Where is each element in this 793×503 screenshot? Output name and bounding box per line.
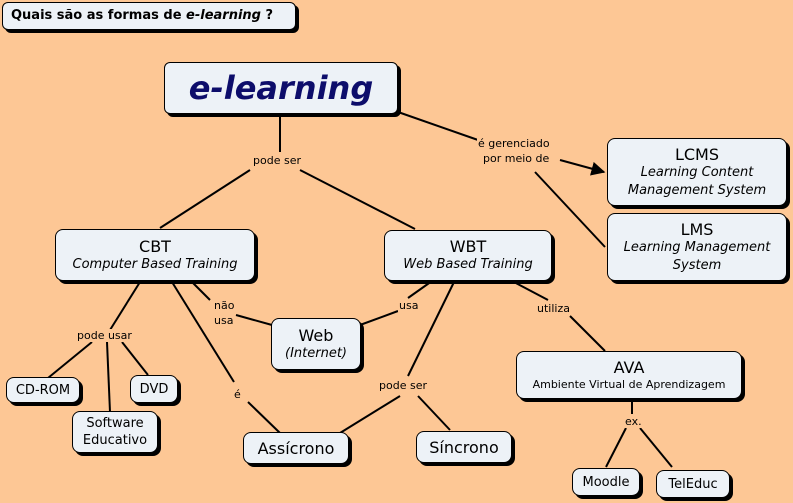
edge-wbt-podeser2 [407,279,456,377]
web-title: Web [298,325,334,345]
lcms-title: LCMS [674,144,720,164]
node-assincrono[interactable]: Assícrono [243,432,349,464]
node-lcms[interactable]: LCMS Learning Content Management System [607,138,787,206]
moodle-label: Moodle [582,474,630,490]
edge-podeusar-cdrom [47,341,93,379]
cbt-sub: Computer Based Training [72,256,238,272]
question-prefix: Quais são as formas de [11,8,187,23]
question-suffix: ? [260,8,274,23]
question-box: Quais são as formas de e-learning ? [2,2,296,30]
edge-cbt-nao [189,279,211,301]
edge-wbt-usa [407,280,433,299]
software-line2: Educativo [82,433,148,448]
edge-elearning-gerenciado [397,111,479,141]
node-dvd[interactable]: DVD [130,375,178,403]
node-elearning[interactable]: e-learning [164,62,398,114]
link-nao: não [213,299,236,312]
link-ex: ex. [624,415,643,428]
ava-sub: Ambiente Virtual de Aprendizagem [532,377,726,391]
edge-ex-moodle [605,427,627,468]
elearning-title: e-learning [188,69,374,107]
edge-wbt-utiliza [511,280,549,301]
node-cbt[interactable]: CBT Computer Based Training [55,229,255,281]
lms-sub1: Learning Management [623,239,771,255]
cbt-title: CBT [139,236,171,256]
edge-e-assincrono [247,401,281,434]
web-sub: (Internet) [285,345,347,361]
edge-podeser-wbt [299,169,416,230]
node-lms[interactable]: LMS Learning Management System [607,213,787,281]
edge-cbt-e [171,281,235,383]
edge-naousa-web [235,314,273,326]
cdrom-label: CD-ROM [15,382,71,398]
teleduc-label: TelEduc [668,476,718,492]
link-gerenciado-line2: por meio de [482,152,551,165]
link-utiliza: utiliza [536,302,571,315]
wbt-sub: Web Based Training [403,257,533,272]
link-usa: usa [213,314,235,327]
link-gerenciado-line1: é gerenciado [477,137,551,150]
lcms-sub2: Management System [627,182,767,198]
node-moodle[interactable]: Moodle [572,468,640,496]
edge-podeusar-dvd [121,341,149,376]
node-ava[interactable]: AVA Ambiente Virtual de Aprendizagem [516,351,742,399]
lms-title: LMS [680,219,714,239]
edge-cbt-podeusar [109,281,141,331]
assincrono-label: Assícrono [257,438,335,458]
edge-gerenciado-lms [534,171,606,248]
node-web[interactable]: Web (Internet) [271,318,361,370]
dvd-label: DVD [139,381,169,397]
edge-podeser-cbt [159,169,251,229]
question-em: e-learning [186,8,261,23]
edge-ex-teleduc [639,427,673,468]
sincrono-label: Síncrono [429,437,499,457]
edge-podeusar-software [106,341,111,413]
node-software-educativo[interactable]: Software Educativo [72,411,158,453]
link-pode-ser-2: pode ser [378,379,428,392]
software-line1: Software [86,416,144,431]
ava-title: AVA [613,357,645,377]
edge-gerenciado-lcms [559,159,606,176]
lcms-sub1: Learning Content [640,164,754,180]
node-cdrom[interactable]: CD-ROM [6,377,80,403]
link-usa-wbt: usa [398,299,420,312]
edge-podeser2-sincrono [417,395,451,431]
node-sincrono[interactable]: Síncrono [416,431,512,463]
node-wbt[interactable]: WBT Web Based Training [384,230,552,281]
link-pode-usar: pode usar [76,329,133,342]
node-teleduc[interactable]: TelEduc [656,470,730,498]
wbt-title: WBT [449,237,487,256]
link-e: é [233,388,242,401]
lms-sub2: System [672,257,722,273]
edge-podeser2-assincrono [339,395,401,434]
edge-utiliza-ava [569,315,606,352]
link-pode-ser: pode ser [252,154,302,167]
edge-usa-web [359,310,399,326]
